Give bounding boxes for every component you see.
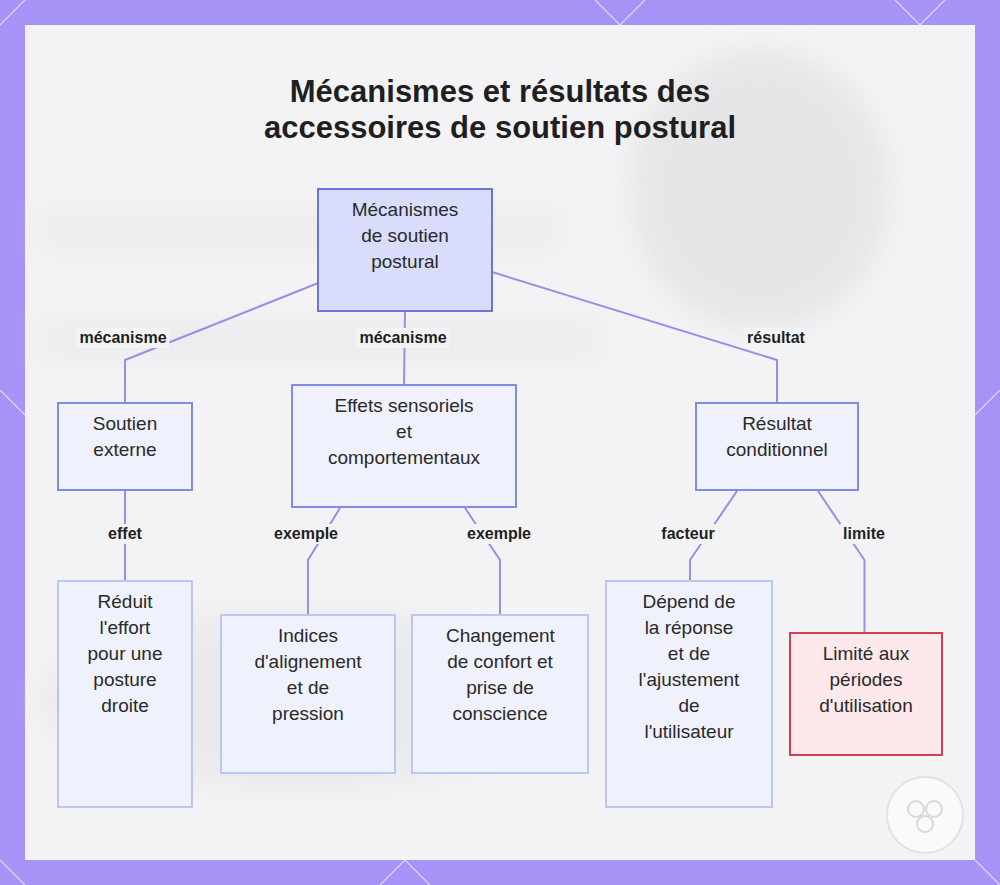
example-box: Changement de confort et prise de consci… xyxy=(411,614,589,774)
factor-box: Dépend de la réponse et de l'ajustement … xyxy=(605,580,773,808)
edge-label: effet xyxy=(105,524,145,544)
outcome-box: Résultat conditionnel xyxy=(695,402,859,491)
edge-label: mécanisme xyxy=(356,328,449,348)
mechanism-box: Effets sensoriels et comportementaux xyxy=(291,384,517,508)
node-text: Indices d'alignement et de pression xyxy=(252,623,364,727)
edge-label: facteur xyxy=(658,524,717,544)
example-box: Indices d'alignement et de pression xyxy=(220,614,396,774)
root-box: Mécanismes de soutien postural xyxy=(317,188,493,312)
connector-line xyxy=(493,272,777,402)
edge-label: limite xyxy=(840,524,888,544)
mechanism-box: Soutien externe xyxy=(57,402,193,491)
logo-badge xyxy=(887,777,963,853)
edge-label: exemple xyxy=(464,524,534,544)
node-text: Résultat conditionnel xyxy=(717,411,837,463)
edge-label: résultat xyxy=(744,328,808,348)
logo-mark xyxy=(926,801,942,817)
canvas-panel xyxy=(25,25,975,860)
node-text: Changement de confort et prise de consci… xyxy=(446,623,554,727)
node-text: Dépend de la réponse et de l'ajustement … xyxy=(636,589,742,745)
node-text: Réduit l'effort pour une posture droite xyxy=(82,589,168,719)
node-text: Limité aux périodes d'utilisation xyxy=(813,641,919,719)
logo-mark xyxy=(908,801,924,817)
logo-mark xyxy=(917,816,933,832)
edge-label: exemple xyxy=(271,524,341,544)
limit-box: Limité aux périodes d'utilisation xyxy=(789,632,943,756)
edge-label: mécanisme xyxy=(76,328,169,348)
node-text: Soutien externe xyxy=(84,411,166,463)
connector-line xyxy=(404,312,405,384)
node-text: Mécanismes de soutien postural xyxy=(347,197,463,275)
effect-box: Réduit l'effort pour une posture droite xyxy=(57,580,193,808)
diagram-title: Mécanismes et résultats des accessoires … xyxy=(220,74,780,146)
node-text: Effets sensoriels et comportementaux xyxy=(326,393,482,471)
connector-line xyxy=(818,491,865,632)
